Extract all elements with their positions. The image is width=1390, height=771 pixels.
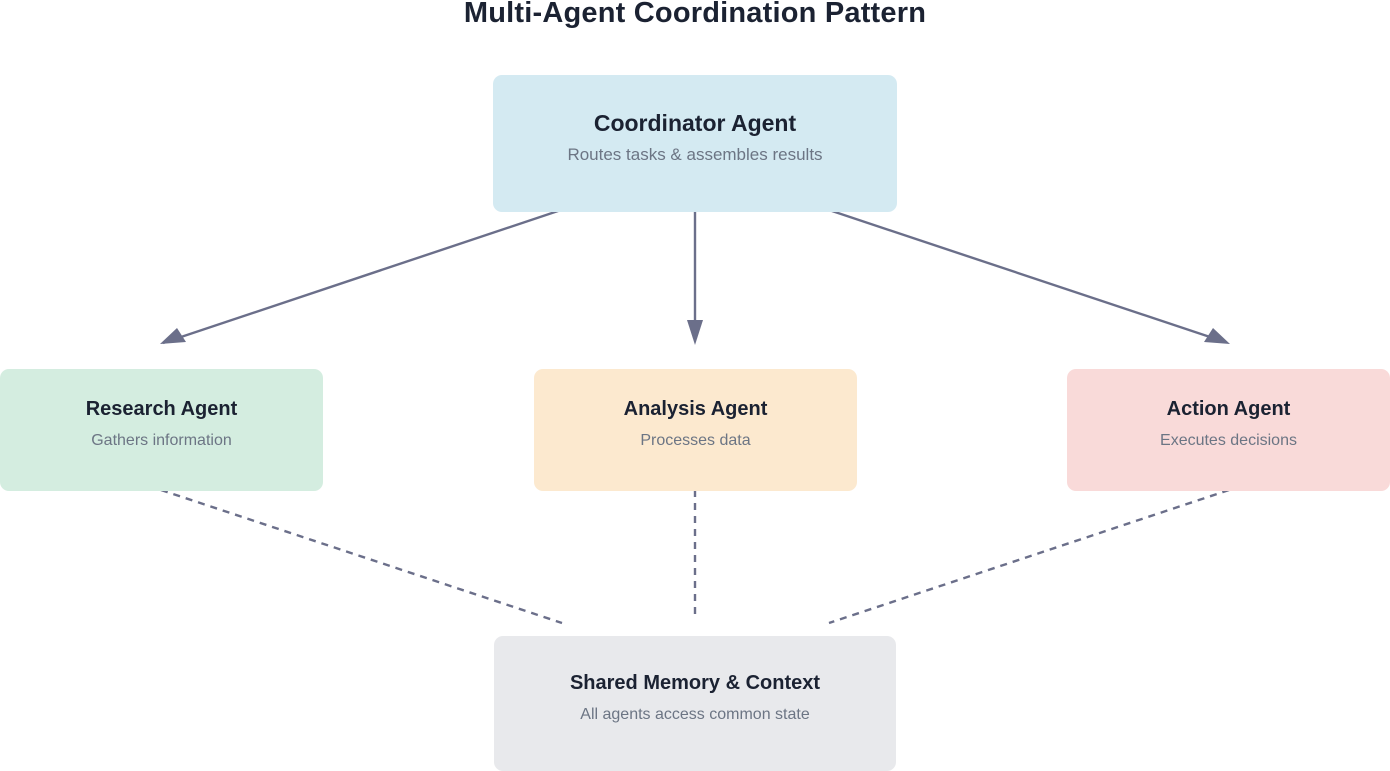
shared-memory-node: Shared Memory & Context All agents acces… [494, 636, 896, 771]
coordinator-agent-node: Coordinator Agent Routes tasks & assembl… [493, 75, 897, 212]
research-agent-subtitle: Gathers information [91, 432, 232, 449]
action-agent-title: Action Agent [1166, 398, 1291, 420]
dashed-action-to-memory [828, 488, 1230, 625]
dashed-research-to-memory [160, 488, 563, 625]
shared-memory-title: Shared Memory & Context [569, 672, 821, 694]
research-agent-node: Research Agent Gathers information [0, 369, 323, 491]
action-agent-node: Action Agent Executes decisions [1067, 369, 1390, 491]
diagram-title: Multi-Agent Coordination Pattern [463, 0, 927, 29]
arrowhead-analysis-icon [687, 320, 703, 345]
coordinator-agent-subtitle: Routes tasks & assembles results [567, 145, 823, 164]
arrowhead-research-icon [160, 328, 186, 344]
analysis-agent-subtitle: Processes data [640, 432, 751, 449]
shared-memory-subtitle: All agents access common state [580, 706, 810, 723]
arrowhead-action-icon [1204, 328, 1230, 344]
coordinator-agent-title: Coordinator Agent [593, 110, 797, 136]
arrow-coordinator-to-research [162, 208, 562, 345]
analysis-agent-title: Analysis Agent [623, 398, 768, 420]
research-agent-title: Research Agent [85, 398, 238, 420]
analysis-agent-node: Analysis Agent Processes data [534, 369, 857, 491]
arrow-coordinator-to-action [828, 208, 1223, 343]
action-agent-subtitle: Executes decisions [1160, 432, 1297, 449]
